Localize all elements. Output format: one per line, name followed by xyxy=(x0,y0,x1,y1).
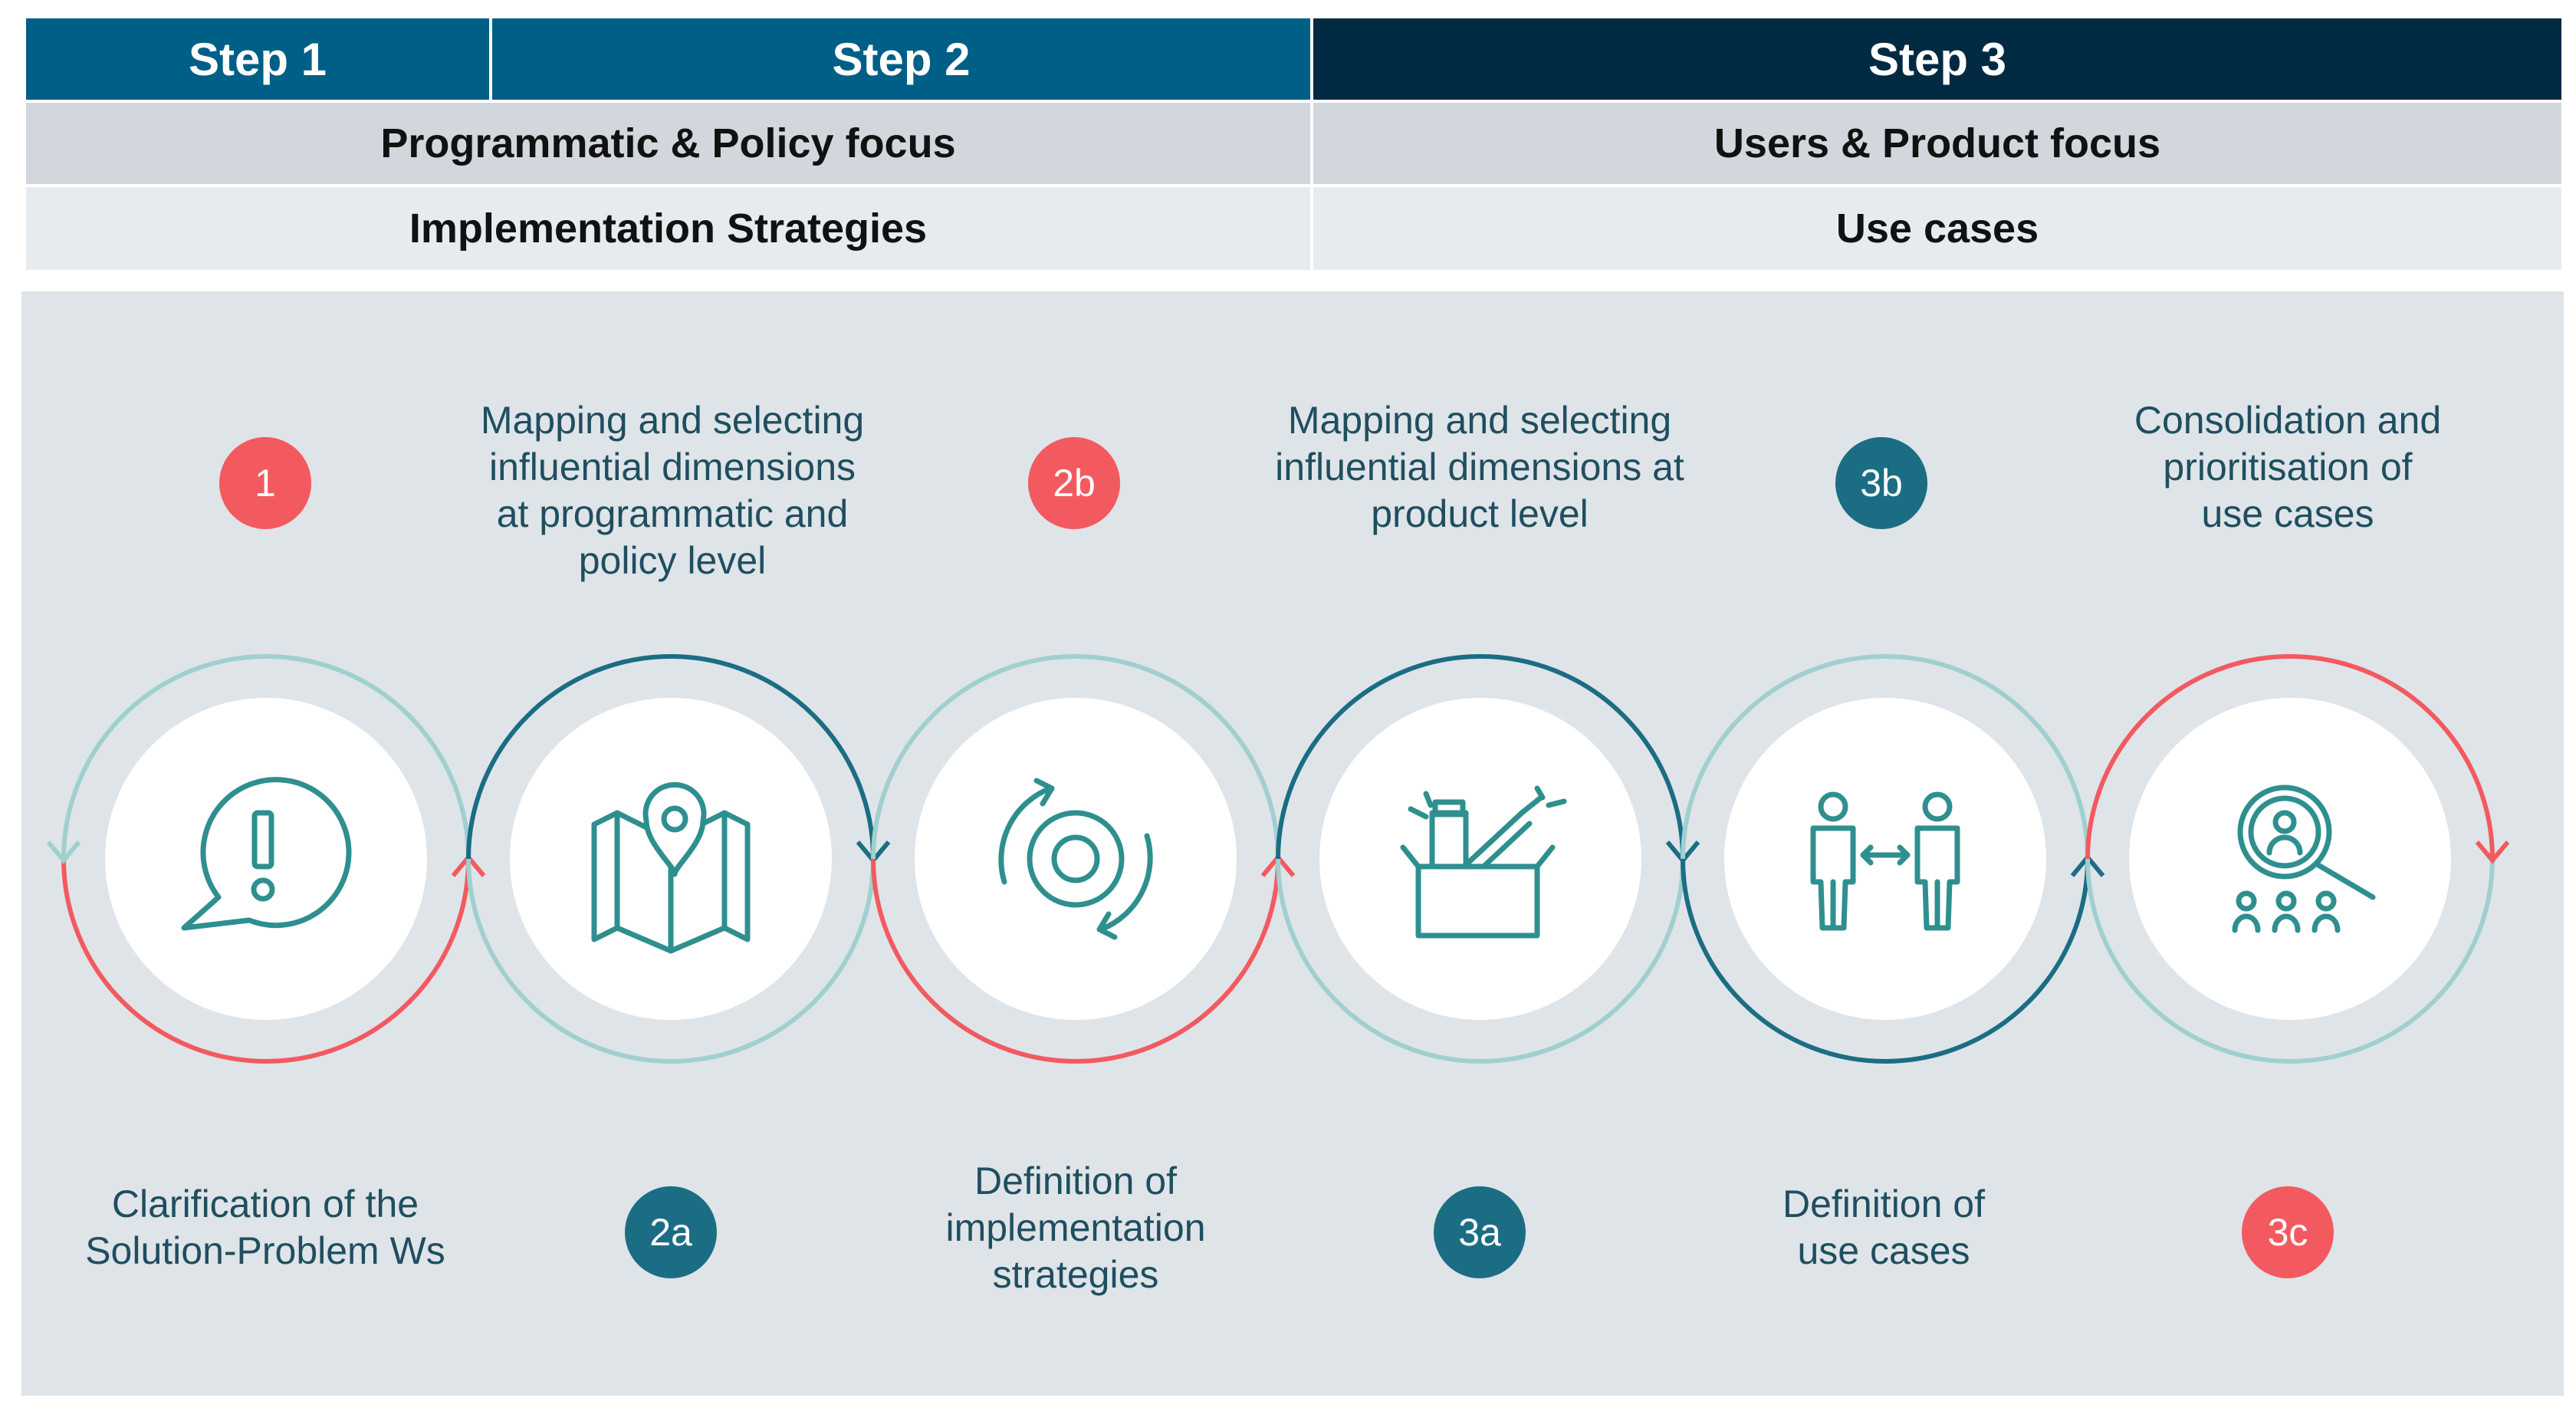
alert-speech-bubble-icon xyxy=(181,777,352,931)
circle-step-1 xyxy=(46,654,486,1064)
two-people-exchange-icon xyxy=(1810,791,1960,931)
vaccine-box-icon xyxy=(1400,785,1567,939)
circle-step-2a xyxy=(466,654,891,1064)
badge-3a: 3a xyxy=(1434,1186,1526,1278)
use-cases: Use cases xyxy=(1313,187,2561,270)
badge-2a: 2a xyxy=(625,1186,717,1278)
map-pin-icon xyxy=(591,781,751,954)
step-3-header: Step 3 xyxy=(1313,18,2561,100)
circle-step-2b xyxy=(871,654,1296,1064)
label-2b-definition-strategies: Definition of implementation strategies xyxy=(945,1159,1206,1296)
programmatic-policy-focus: Programmatic & Policy focus xyxy=(26,103,1310,184)
circle-step-3a xyxy=(1276,654,1700,1064)
badge-3c: 3c xyxy=(2242,1186,2334,1278)
badge-3b: 3b xyxy=(1835,437,1927,529)
circle-step-3b xyxy=(1681,654,2105,1064)
users-product-focus: Users & Product focus xyxy=(1313,103,2561,184)
label-2a-mapping-programmatic: Mapping and selecting influential dimens… xyxy=(480,399,865,582)
label-3a-mapping-product: Mapping and selecting influential dimens… xyxy=(1275,399,1684,535)
label-3b-definition-use-cases: Definition of use cases xyxy=(1782,1182,1986,1272)
badge-1: 1 xyxy=(219,437,311,529)
step-1-header: Step 1 xyxy=(26,18,489,100)
implementation-strategies: Implementation Strategies xyxy=(26,187,1310,270)
gear-cycle-icon xyxy=(998,778,1153,940)
badge-2b: 2b xyxy=(1028,437,1120,529)
label-3c-consolidation: Consolidation and prioritisation of use … xyxy=(2134,399,2442,535)
step-2-header: Step 2 xyxy=(492,18,1310,100)
circle-step-3c xyxy=(2085,654,2510,1064)
search-person-group-icon xyxy=(2232,784,2376,933)
label-1-clarification: Clarification of the Solution-Problem Ws xyxy=(85,1182,445,1272)
